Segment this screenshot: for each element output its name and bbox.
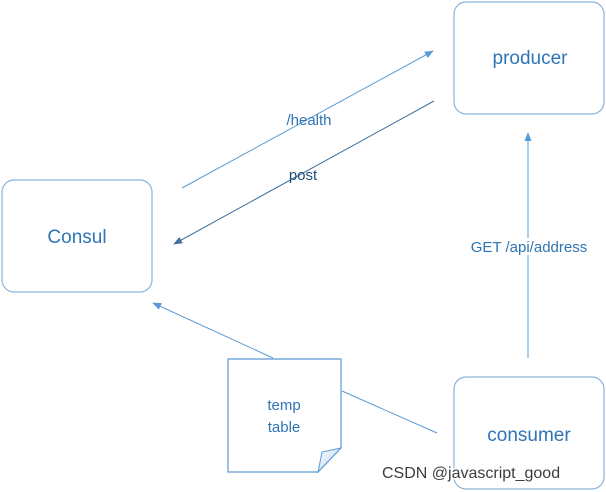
consumer-to-note-line: [341, 390, 438, 434]
note-line-1: temp: [267, 397, 300, 414]
consumer-label: consumer: [487, 425, 571, 446]
consul-node: Consul: [1, 179, 153, 293]
temp-table-note: temp table: [227, 358, 343, 474]
health-arrow: [181, 50, 434, 189]
consul-label: Consul: [47, 227, 106, 248]
watermark-halo: CSDN @javascript_good: [382, 465, 560, 482]
post-arrow: [173, 100, 435, 245]
producer-label: producer: [493, 48, 569, 69]
note-line-2: table: [268, 419, 301, 436]
health-label: /health: [286, 112, 331, 129]
post-label: post: [289, 167, 318, 184]
note-to-consul-arrow: [152, 302, 274, 359]
get-address-label: GET /api/address: [471, 239, 587, 256]
consumer-node: consumer: [453, 376, 605, 490]
producer-node: producer: [453, 1, 605, 115]
note-folded-corner: [317, 447, 343, 474]
watermark: CSDN @javascript_good: [382, 465, 560, 482]
